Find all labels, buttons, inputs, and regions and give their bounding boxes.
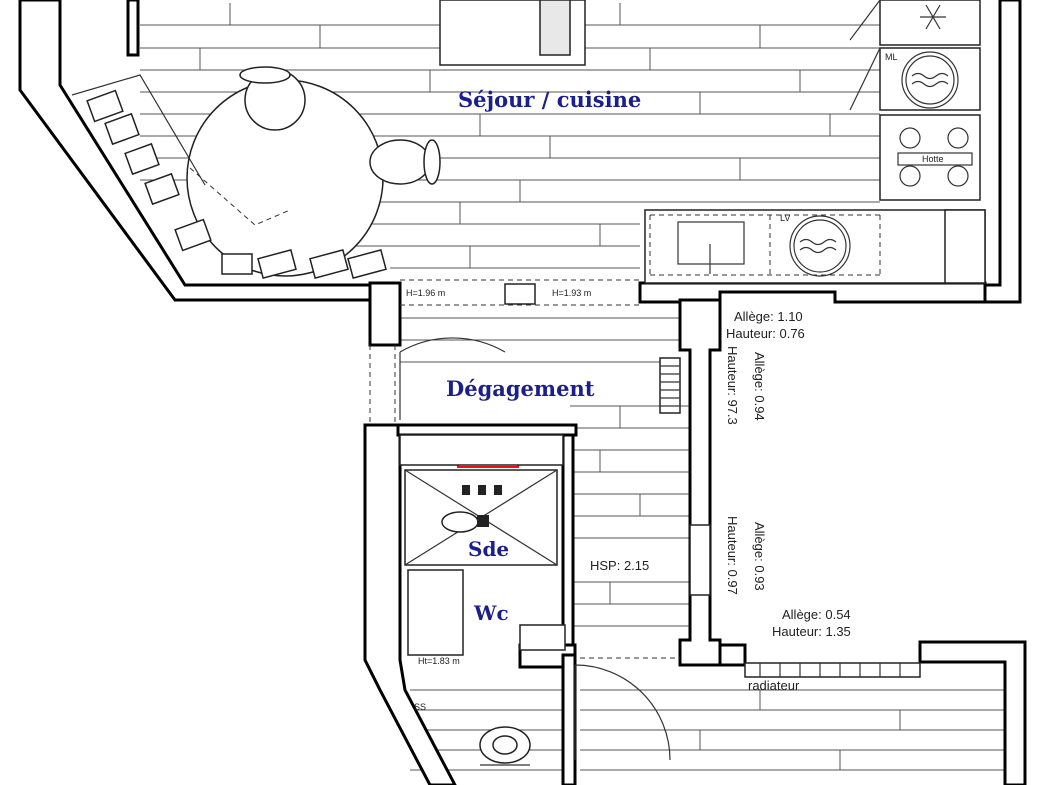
window-4-hauteur: Hauteur: 1.35: [772, 624, 851, 639]
dining-table: [186, 66, 441, 277]
bench-cushions: [71, 74, 387, 279]
height-hsp: HSP: 2.15: [590, 558, 649, 573]
height-wc: Ht=1.83 m: [418, 656, 460, 666]
window-1-allege: Allège: 1.10: [734, 309, 803, 324]
hob-icon: [897, 127, 973, 187]
shower-icon: [399, 434, 564, 566]
window-2-allege: Allège: 0.94: [752, 352, 767, 421]
window-2-hauteur: Hauteur: 97.3: [725, 346, 740, 425]
dishwasher-icon: [789, 215, 851, 277]
label-lv: LV: [780, 213, 790, 223]
washing-machine-icon: [901, 51, 959, 109]
label-ml: ML: [885, 52, 898, 62]
window-3-allege: Allège: 0.93: [752, 522, 767, 591]
label-degagement: Dégagement: [446, 376, 595, 401]
label-hotte: Hotte: [922, 154, 944, 164]
parquet-chambre: [580, 689, 1020, 771]
height-2: H=1.93 m: [552, 288, 591, 298]
column: [504, 283, 536, 305]
window-1-hauteur: Hauteur: 0.76: [726, 326, 805, 341]
window-3-hauteur: Hauteur: 0.97: [725, 516, 740, 595]
label-sejour: Séjour / cuisine: [458, 87, 641, 112]
radiators: [659, 357, 921, 678]
wc-zone: [407, 569, 566, 656]
kitchen: [644, 0, 986, 284]
label-ss: SS: [414, 702, 426, 712]
toilet-icon: [479, 726, 531, 766]
window-4-allege: Allège: 0.54: [782, 607, 851, 622]
sink-icon: [677, 221, 745, 274]
label-wc: Wc: [473, 601, 509, 625]
parquet-degagement: [400, 317, 690, 627]
label-sde: Sde: [468, 537, 509, 561]
height-1: H=1.96 m: [406, 288, 445, 298]
sofa: [439, 0, 586, 66]
snowflake-icon: [920, 4, 946, 30]
label-radiateur: radiateur: [748, 678, 800, 693]
doors: [369, 279, 680, 761]
